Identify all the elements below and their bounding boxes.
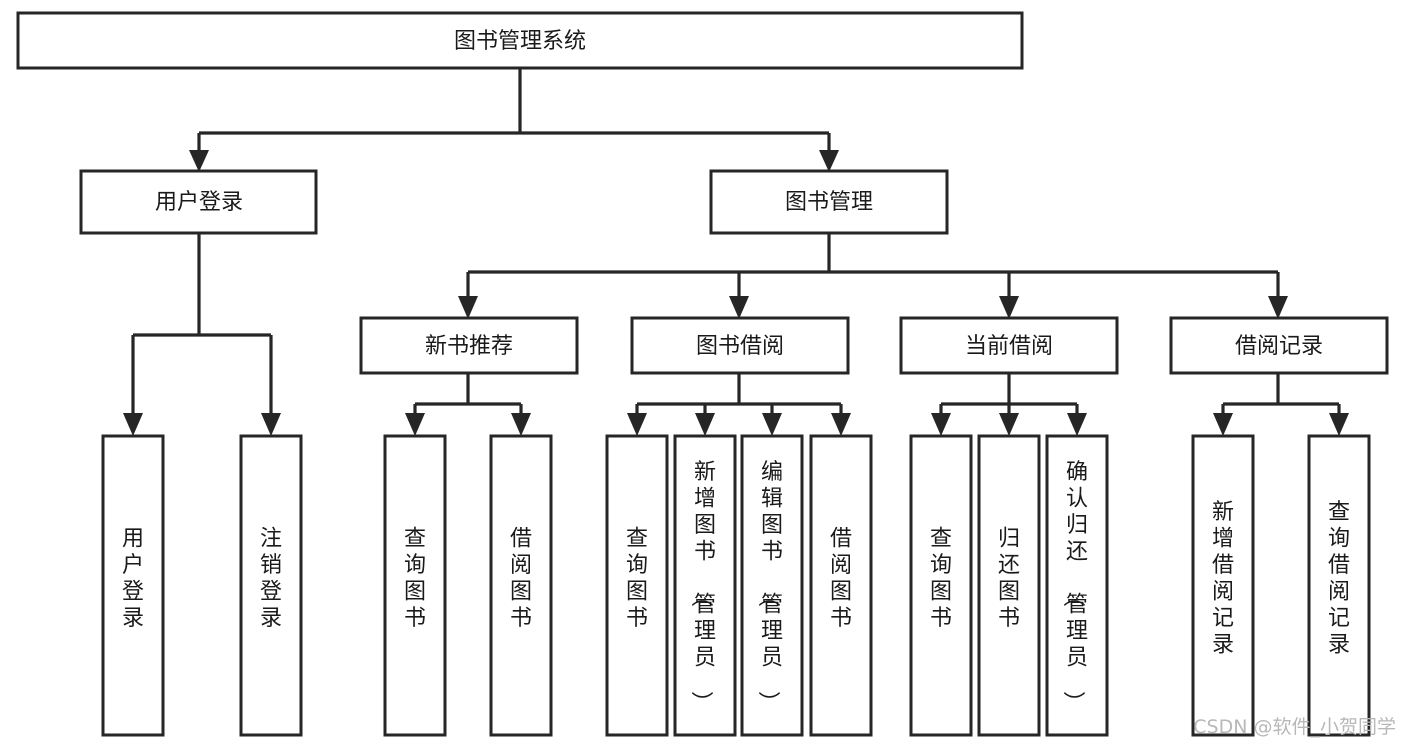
node-book-borrow-label: 图书借阅 — [696, 334, 784, 359]
arrowhead-leaf-new-book-0 — [405, 413, 425, 436]
node-book-borrow-box[interactable] — [630, 316, 850, 375]
arrowhead-leaf-records-0 — [1213, 413, 1233, 436]
node-current-borrow-label: 当前借阅 — [965, 334, 1053, 359]
arrowhead-level3-1 — [729, 296, 749, 319]
node-user-login[interactable]: 用户登录 — [79, 169, 318, 235]
node-book-borrow[interactable]: 图书借阅 — [630, 316, 850, 375]
node-book-management-label: 图书管理 — [785, 190, 873, 215]
leaf-records-1-label: 查询借阅记录 — [1328, 500, 1350, 658]
arrowhead-book-manage — [819, 150, 839, 172]
leaf-current-1-label: 归还图书 — [998, 526, 1020, 631]
leaf-current-2-box[interactable] — [1045, 434, 1109, 737]
leaf-records-1[interactable]: 查询借阅记录 — [1307, 434, 1371, 737]
leaf-current-1[interactable]: 归还图书 — [977, 434, 1041, 737]
arrowhead-level3-3 — [1268, 296, 1288, 319]
node-borrow-records-box[interactable] — [1169, 316, 1389, 375]
node-borrow-records-label: 借阅记录 — [1235, 334, 1323, 359]
leaf-borrow-2-box[interactable] — [740, 434, 804, 737]
leaf-borrow-3[interactable]: 借阅图书 — [809, 434, 873, 737]
connector-layer — [123, 68, 1349, 436]
leaf-current-0[interactable]: 查询图书 — [909, 434, 973, 737]
arrowhead-leaf-new-book-1 — [511, 413, 531, 436]
leaf-current-0-label: 查询图书 — [930, 526, 952, 631]
leaf-borrow-1[interactable]: 新增图书（管理员） — [673, 434, 737, 737]
node-new-book-recommend[interactable]: 新书推荐 — [359, 316, 579, 375]
node-current-borrow[interactable]: 当前借阅 — [899, 316, 1119, 375]
leaf-user-login-1[interactable]: 注销登录 — [239, 434, 303, 737]
arrowhead-leaf-records-1 — [1329, 413, 1349, 436]
leaf-records-1-box[interactable] — [1307, 434, 1371, 737]
arrowhead-leaf-user-login-0 — [123, 413, 143, 436]
leaf-borrow-1-label: 新增图书（管理员） — [688, 460, 716, 713]
leaf-new-book-0[interactable]: 查询图书 — [383, 434, 447, 737]
arrowhead-leaf-current-0 — [931, 413, 951, 436]
node-user-login-label: 用户登录 — [155, 190, 243, 215]
leaf-borrow-0[interactable]: 查询图书 — [605, 434, 669, 737]
node-root-system-box[interactable] — [16, 11, 1024, 70]
arrowhead-leaf-current-2 — [1067, 413, 1087, 436]
leaf-borrow-0-label: 查询图书 — [626, 526, 648, 631]
node-book-management[interactable]: 图书管理 — [709, 169, 949, 235]
leaf-borrow-1-box[interactable] — [673, 434, 737, 737]
arrowhead-user-login — [189, 150, 209, 172]
node-book-management-box[interactable] — [709, 169, 949, 235]
node-new-book-recommend-box[interactable] — [359, 316, 579, 375]
leaf-records-0-box[interactable] — [1191, 434, 1255, 737]
arrowhead-leaf-borrow-2 — [762, 413, 782, 436]
arrowhead-leaf-borrow-0 — [627, 413, 647, 436]
csdn-watermark: CSDN @软件_小贺同学 — [1193, 716, 1396, 738]
leaf-new-book-1-label: 借阅图书 — [510, 526, 532, 631]
leaf-current-1-box[interactable] — [977, 434, 1041, 737]
leaf-records-0-label: 新增借阅记录 — [1212, 500, 1234, 658]
leaf-new-book-0-box[interactable] — [383, 434, 447, 737]
node-current-borrow-box[interactable] — [899, 316, 1119, 375]
node-new-book-recommend-label: 新书推荐 — [425, 334, 513, 359]
leaf-current-0-box[interactable] — [909, 434, 973, 737]
node-borrow-records[interactable]: 借阅记录 — [1169, 316, 1389, 375]
arrowhead-leaf-borrow-3 — [831, 413, 851, 436]
arrowhead-leaf-borrow-1 — [695, 413, 715, 436]
leaf-current-2[interactable]: 确认归还（管理员） — [1045, 434, 1109, 737]
leaf-new-book-1-box[interactable] — [489, 434, 553, 737]
leaf-user-login-0-label: 用户登录 — [122, 526, 144, 631]
node-root-system[interactable]: 图书管理系统 — [16, 11, 1024, 70]
leaf-user-login-1-label: 注销登录 — [260, 526, 282, 631]
leaf-borrow-0-box[interactable] — [605, 434, 669, 737]
arrowhead-level3-2 — [999, 296, 1019, 319]
node-user-login-box[interactable] — [79, 169, 318, 235]
leaf-borrow-2[interactable]: 编辑图书（管理员） — [740, 434, 804, 737]
leaf-borrow-2-label: 编辑图书（管理员） — [755, 460, 783, 713]
leaf-user-login-1-box[interactable] — [239, 434, 303, 737]
leaf-user-login-0-box[interactable] — [101, 434, 165, 737]
leaf-borrow-3-label: 借阅图书 — [830, 526, 852, 631]
leaf-user-login-0[interactable]: 用户登录 — [101, 434, 165, 737]
leaf-new-book-1[interactable]: 借阅图书 — [489, 434, 553, 737]
leaf-records-0[interactable]: 新增借阅记录 — [1191, 434, 1255, 737]
arrowhead-level3-0 — [458, 296, 478, 319]
arrowhead-leaf-current-1 — [999, 413, 1019, 436]
leaf-current-2-label: 确认归还（管理员） — [1060, 460, 1088, 713]
node-root-system-label: 图书管理系统 — [454, 29, 586, 54]
leaf-borrow-3-box[interactable] — [809, 434, 873, 737]
leaf-new-book-0-label: 查询图书 — [404, 526, 426, 631]
arrowhead-leaf-user-login-1 — [261, 413, 281, 436]
